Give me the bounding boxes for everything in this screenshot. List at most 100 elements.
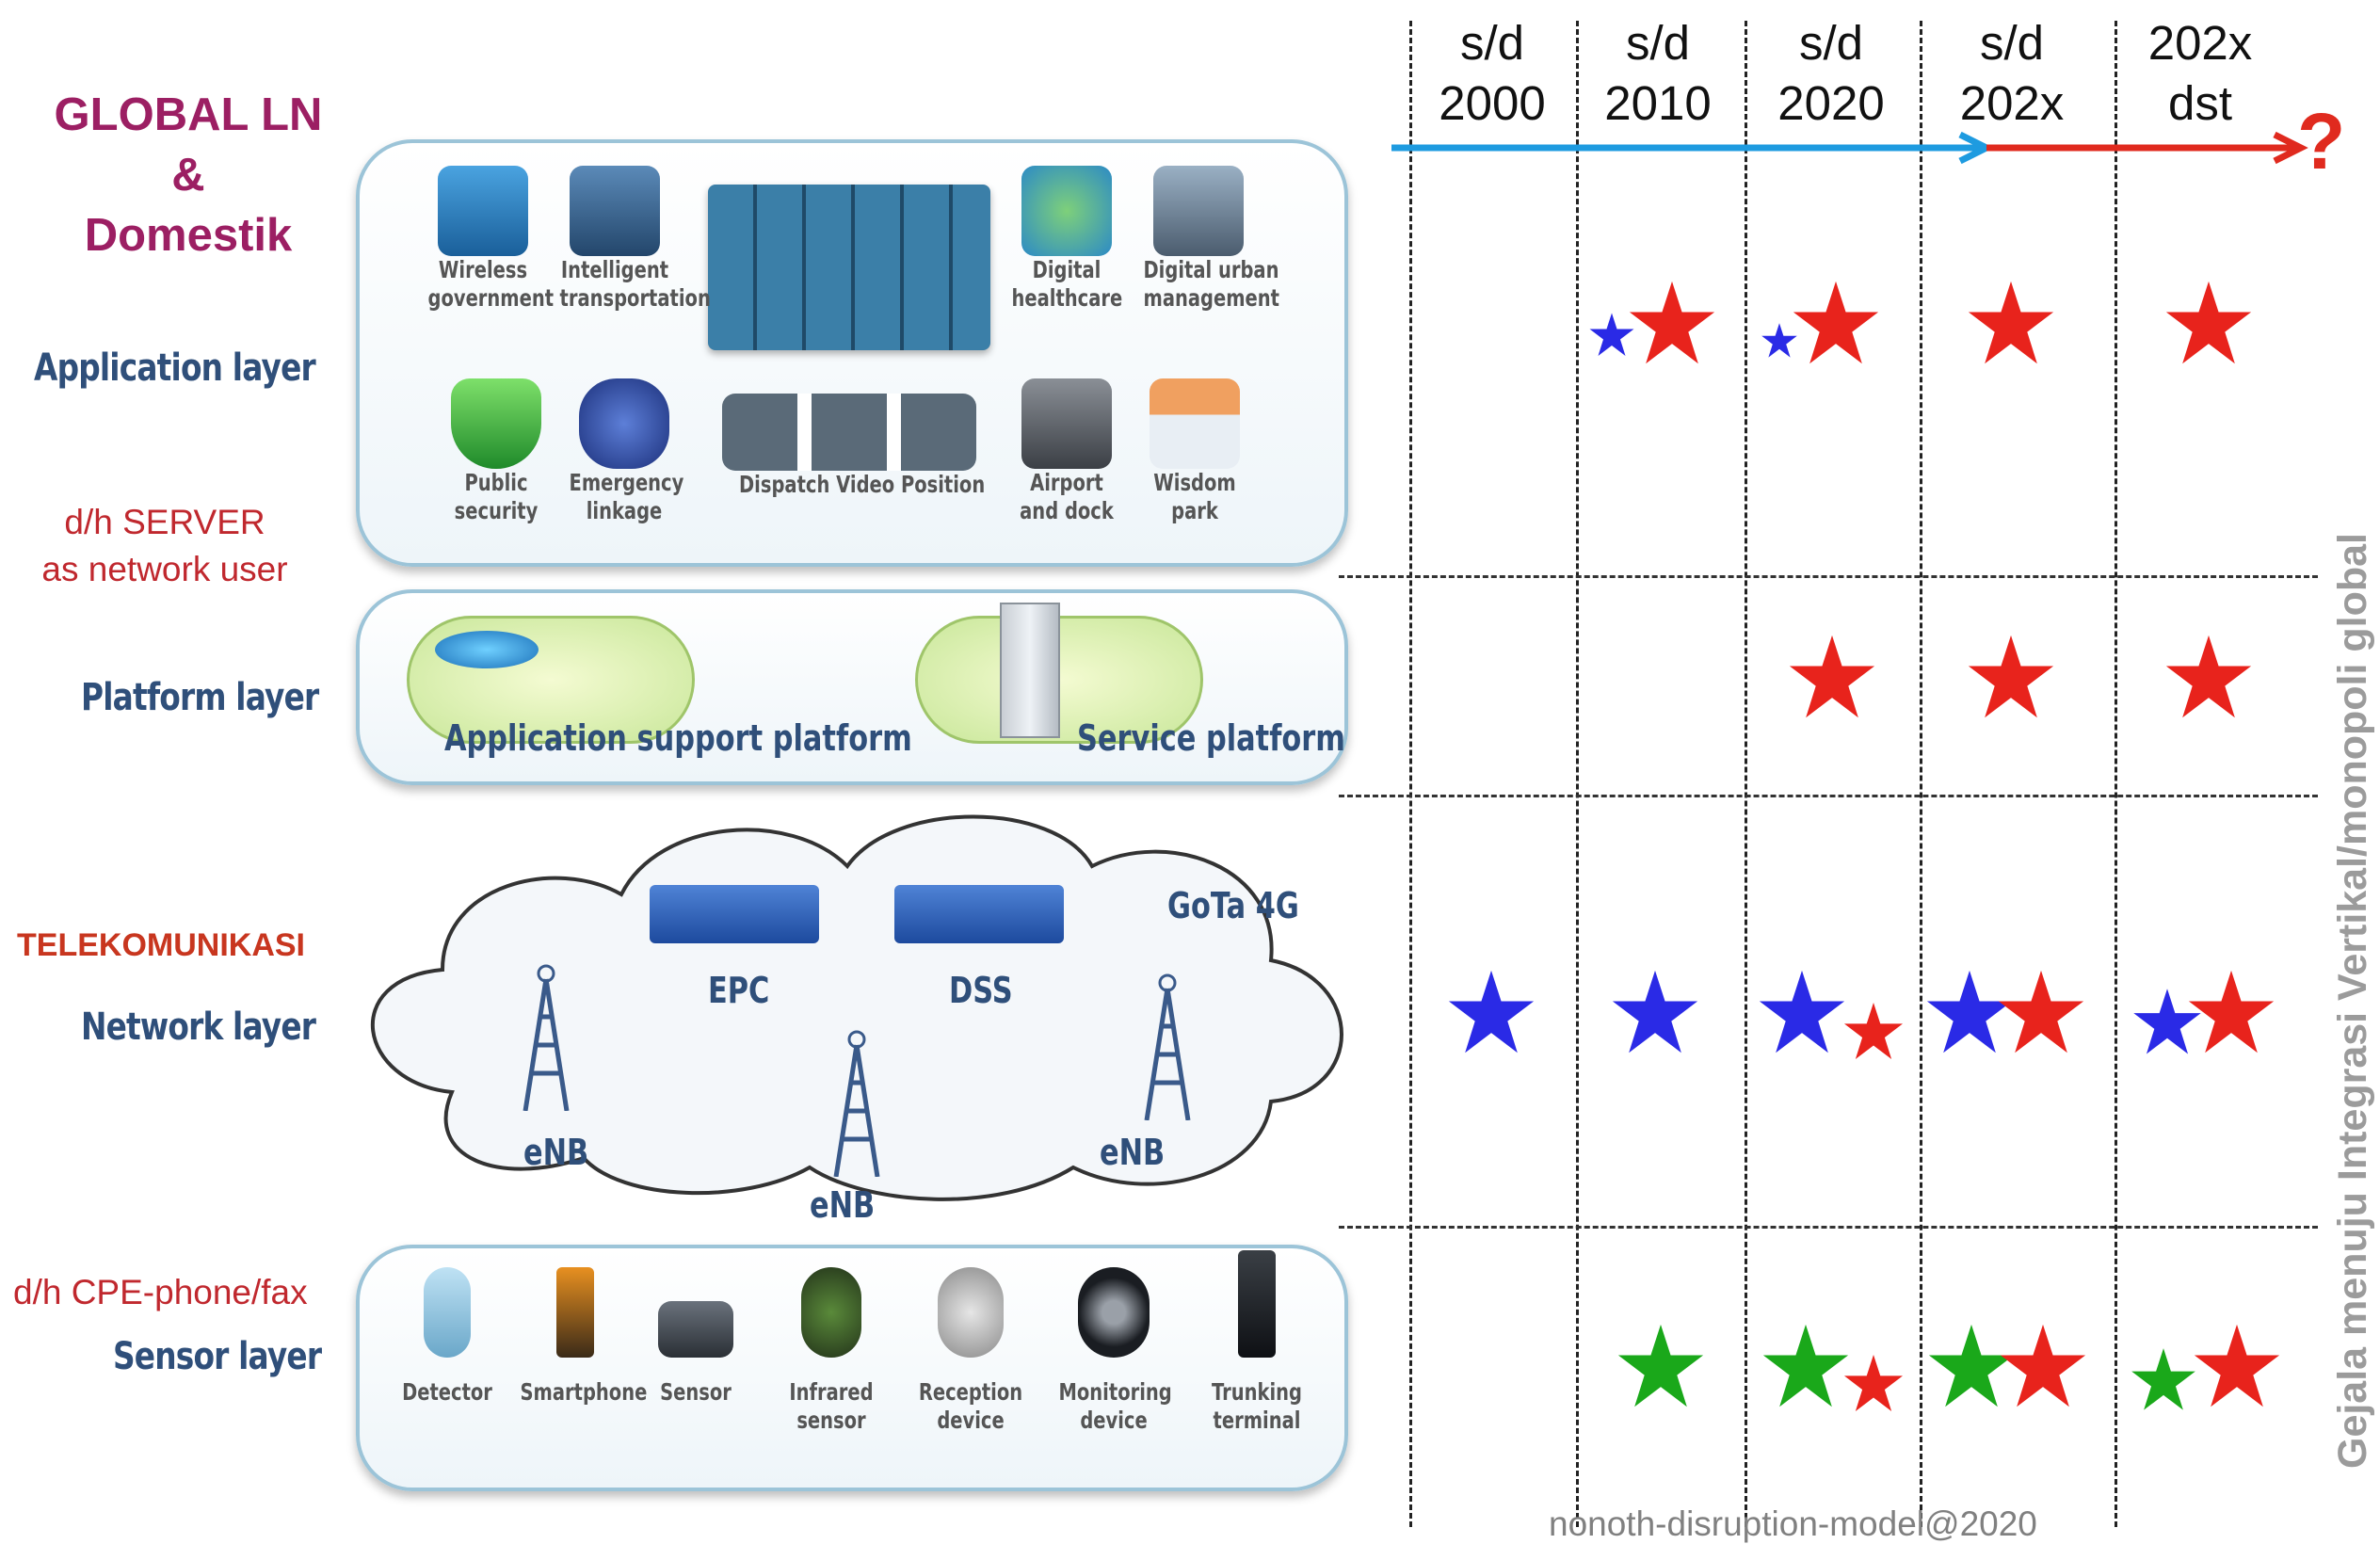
blue-star-marker	[1761, 322, 1798, 360]
shield-icon	[451, 378, 541, 469]
app-item-wireless-government: Wireless government	[412, 166, 554, 313]
app-item-label: Wisdom	[1153, 469, 1236, 496]
sensor-item-label: Detector	[402, 1378, 492, 1406]
app-item-intelligent-transportation: Intelligent transportation	[544, 166, 711, 313]
red-star-marker	[2186, 968, 2276, 1058]
tower-icon	[1139, 970, 1196, 1121]
platform-layer-panel: Application support platform Service pla…	[356, 589, 1348, 785]
app-item-label: Public	[464, 469, 528, 496]
blue-star-marker	[1757, 968, 1847, 1058]
tower-icon	[518, 960, 574, 1112]
app-item-airport-and-dock: Airport and dock	[996, 378, 1137, 525]
sensor-layer-label: Sensor layer	[113, 1335, 322, 1378]
period-header-line1: s/d	[1979, 16, 2045, 70]
server-rack-icon	[1000, 603, 1060, 738]
blue-star-marker	[1924, 968, 2015, 1058]
network-layer-label: Network layer	[81, 1005, 316, 1049]
application-layer-panel: Wireless government Intelligent transpor…	[356, 139, 1348, 567]
app-item-wisdom-park: Wisdom park	[1124, 378, 1265, 525]
red-star-marker	[1842, 1001, 1905, 1063]
red-star-marker	[2163, 633, 2254, 723]
global-ln-title: GLOBAL LN & Domestik	[19, 85, 358, 265]
grid-divider	[1409, 21, 1412, 1527]
epc-server-icon	[650, 885, 819, 943]
app-item-label: Emergency	[569, 469, 684, 496]
email-icon	[438, 166, 528, 256]
app-item-label: Intelligent	[560, 256, 669, 283]
app-item-label: Dispatch Video Position	[739, 471, 986, 498]
sensor-item-label: device	[937, 1407, 1005, 1434]
airport-icon	[1021, 378, 1112, 469]
sensor-item-monitoring-device: Monitoring device	[1043, 1267, 1184, 1435]
blue-star-marker	[2131, 987, 2203, 1058]
network-cloud: EPC DSS GoTa 4G eNB eNB eNB	[339, 781, 1375, 1226]
global-title-line1: GLOBAL LN	[54, 89, 323, 140]
red-star-marker	[1787, 633, 1877, 723]
period-header: s/d 202x	[1932, 13, 2092, 134]
gota-4g-label: GoTa 4G	[1167, 885, 1299, 926]
server-note-line2: as network user	[41, 550, 288, 588]
telekomunikasi-label: TELEKOMUNIKASI	[17, 927, 305, 963]
red-star-marker	[1791, 279, 1881, 369]
app-item-digital-healthcare: Digital healthcare	[996, 166, 1137, 313]
period-header: 202x dst	[2120, 13, 2280, 134]
server-note-line1: d/h SERVER	[64, 503, 265, 541]
period-header-line1: 202x	[2147, 16, 2253, 70]
green-star-marker	[1926, 1322, 2017, 1412]
infrared-icon	[801, 1267, 861, 1358]
green-star-marker	[1761, 1322, 1851, 1412]
sensor-item-label: Infrared	[789, 1378, 874, 1406]
epc-label: EPC	[708, 970, 770, 1011]
dss-server-icon	[894, 885, 1064, 943]
global-title-line3: Domestik	[84, 210, 293, 261]
period-header-line2: 202x	[1959, 76, 2065, 130]
period-header-line1: s/d	[1625, 16, 1691, 70]
app-item-label: Digital urban	[1143, 256, 1279, 283]
sensor-item-infrared-sensor: Infrared sensor	[761, 1267, 902, 1435]
blue-star-marker	[1588, 312, 1635, 359]
office-worker-icon	[1153, 166, 1244, 256]
app-item-label: linkage	[586, 497, 663, 524]
sensor-layer-panel: Detector Smartphone Sensor Infrared sens…	[356, 1245, 1348, 1491]
satellite-dish-icon	[938, 1267, 1004, 1358]
enb-label: eNB	[523, 1132, 589, 1173]
tower-icon	[828, 1026, 885, 1178]
phone-icon	[556, 1267, 594, 1358]
enb-label: eNB	[1100, 1132, 1166, 1173]
enb-label: eNB	[810, 1184, 876, 1226]
timeline-arrow	[1391, 131, 2308, 165]
grid-divider	[1339, 795, 2318, 797]
blue-star-marker	[1610, 968, 1700, 1058]
video-wall-image	[708, 185, 990, 350]
period-header: s/d 2020	[1751, 13, 1911, 134]
radio-icon	[1238, 1250, 1276, 1358]
application-layer-label: Application layer	[34, 346, 316, 390]
grid-divider	[1576, 21, 1579, 1527]
grid-divider	[1745, 21, 1747, 1527]
antenna-icon	[424, 1267, 471, 1358]
service-platform-label: Service platform	[1077, 717, 1345, 759]
cpe-note: d/h CPE-phone/fax	[13, 1273, 308, 1311]
router-icon	[658, 1301, 733, 1358]
grid-divider	[2115, 21, 2117, 1527]
global-title-line2: &	[171, 150, 205, 201]
period-header-line2: dst	[2167, 76, 2233, 130]
sensor-item-detector: Detector	[377, 1267, 518, 1407]
application-support-platform-label: Application support platform	[444, 717, 912, 759]
period-header-line2: 2010	[1604, 76, 1712, 130]
green-star-marker	[1616, 1322, 1706, 1412]
app-item-label: Airport	[1030, 469, 1103, 496]
platform-disc-icon	[435, 631, 539, 668]
grid-divider	[1339, 575, 2318, 578]
sensor-item-reception-device: Reception device	[900, 1267, 1041, 1435]
sensor-item-label: Reception	[918, 1378, 1023, 1406]
app-item-label: park	[1171, 497, 1218, 524]
red-star-marker	[1627, 279, 1717, 369]
red-star-marker	[1966, 279, 2056, 369]
sensor-item-label: sensor	[796, 1407, 866, 1434]
red-star-marker	[2163, 279, 2254, 369]
app-item-dispatch-video-position: Dispatch Video Position	[708, 394, 990, 499]
red-star-marker	[1966, 633, 2056, 723]
grid-divider	[1339, 1226, 2318, 1229]
grid-divider	[1920, 21, 1922, 1527]
